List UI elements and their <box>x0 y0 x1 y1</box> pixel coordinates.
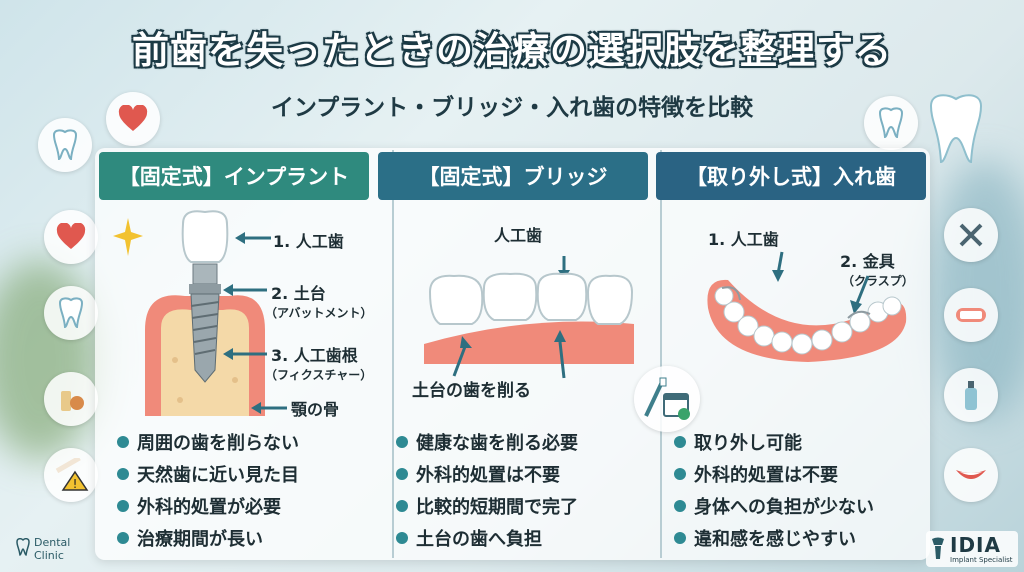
label-bone: 顎の骨 <box>291 400 340 419</box>
list-item: 比較的短期間で完了 <box>396 492 648 524</box>
list-item: 治療期間が長い <box>117 524 369 556</box>
label-abutment-teeth: 土台の歯を削る <box>412 381 531 401</box>
bridge-features: 健康な歯を削る必要 外科的処置は不要 比較的短期間で完了 土台の歯へ負担 <box>396 428 648 556</box>
bridge-diagram <box>424 256 634 364</box>
list-item: 外科的処置は不要 <box>674 460 926 492</box>
dental-clinic-logo: Dental Clinic <box>16 536 71 562</box>
no-smoking-warning-icon: ! <box>44 448 98 502</box>
column-divider <box>392 150 394 558</box>
denture-icon <box>944 288 998 342</box>
implant-diagram <box>145 210 265 416</box>
arrow-abutment <box>223 284 267 296</box>
label-clasp: 2. 金具 <box>840 252 895 271</box>
denture-features: 取り外し可能 外科的処置は不要 身体への負担が少ない 違和感を感じやすい <box>674 428 926 556</box>
list-item: 取り外し可能 <box>674 428 926 460</box>
denture-column: 【取り外し式】入れ歯 1. 人工歯 2. 金具 （クラスプ） 取り外し可能 外科… <box>652 148 930 560</box>
list-item: 健康な歯を削る必要 <box>396 428 648 460</box>
label-abutment: 2. 土台 <box>271 284 326 303</box>
page-title: 前歯を失ったときの治療の選択肢を整理する <box>132 29 892 72</box>
denture-diagram <box>707 251 907 362</box>
tooth-icon <box>864 96 918 150</box>
page-subtitle: インプラント・ブリッジ・入れ歯の特徴を比較 <box>270 95 754 121</box>
bridge-header: 【固定式】ブリッジ <box>378 152 648 200</box>
label-clasp-sub: （クラスプ） <box>842 274 914 288</box>
idia-logo: IDIA Implant Specialist <box>926 531 1018 567</box>
bridge-column: 【固定式】ブリッジ 人工歯 土台の歯を削る 健康な歯を削る必要 外科的処置は不要… <box>374 148 652 560</box>
tooth-logo-icon <box>16 538 30 556</box>
large-tooth-icon <box>925 92 987 170</box>
list-item: 違和感を感じやすい <box>674 524 926 556</box>
label-crown: 1. 人工歯 <box>273 232 344 251</box>
smile-icon <box>944 448 998 502</box>
implant-logo-icon <box>932 537 944 559</box>
arrow-abutment-right <box>554 330 566 379</box>
tooth-icon <box>38 118 92 172</box>
logo-line2: Clinic <box>34 549 64 562</box>
arrows-abutment-teeth <box>452 336 472 377</box>
label-bridge-crown: 人工歯 <box>494 226 543 245</box>
sparkle-icon <box>113 218 143 256</box>
denture-header: 【取り外し式】入れ歯 <box>656 152 926 200</box>
toothbrush-calendar-icon <box>634 366 700 432</box>
food-icon <box>44 372 98 426</box>
column-divider <box>660 150 662 558</box>
arrow-fixture <box>223 348 267 360</box>
spray-bottle-icon <box>944 368 998 422</box>
implant-header: 【固定式】インプラント <box>99 152 369 200</box>
label-denture-crown: 1. 人工歯 <box>708 230 779 249</box>
logo-tagline: Implant Specialist <box>950 556 1013 564</box>
heart-icon <box>106 92 160 146</box>
implant-features: 周囲の歯を削らない 天然歯に近い見た目 外科的処置が必要 治療期間が長い <box>117 428 369 556</box>
list-item: 土台の歯へ負担 <box>396 524 648 556</box>
logo-name: IDIA <box>950 533 1001 557</box>
svg-text:!: ! <box>73 477 78 491</box>
list-item: 身体への負担が少ない <box>674 492 926 524</box>
label-fixture: 3. 人工歯根 <box>271 346 358 365</box>
list-item: 外科的処置は不要 <box>396 460 648 492</box>
arrow-bone <box>251 402 287 414</box>
logo-line1: Dental <box>34 536 71 549</box>
list-item: 周囲の歯を削らない <box>117 428 369 460</box>
heart-icon <box>44 210 98 264</box>
implant-column: 【固定式】インプラント 1. 人工歯 2. 土台 （アバットメント） 3. 人工… <box>95 148 373 560</box>
list-item: 外科的処置が必要 <box>117 492 369 524</box>
label-abutment-sub: （アバットメント） <box>265 306 373 320</box>
tools-icon <box>944 208 998 262</box>
arrow-crown <box>235 232 271 244</box>
list-item: 天然歯に近い見た目 <box>117 460 369 492</box>
tooth-icon <box>44 286 98 340</box>
label-fixture-sub: （フィクスチャー） <box>265 368 373 382</box>
